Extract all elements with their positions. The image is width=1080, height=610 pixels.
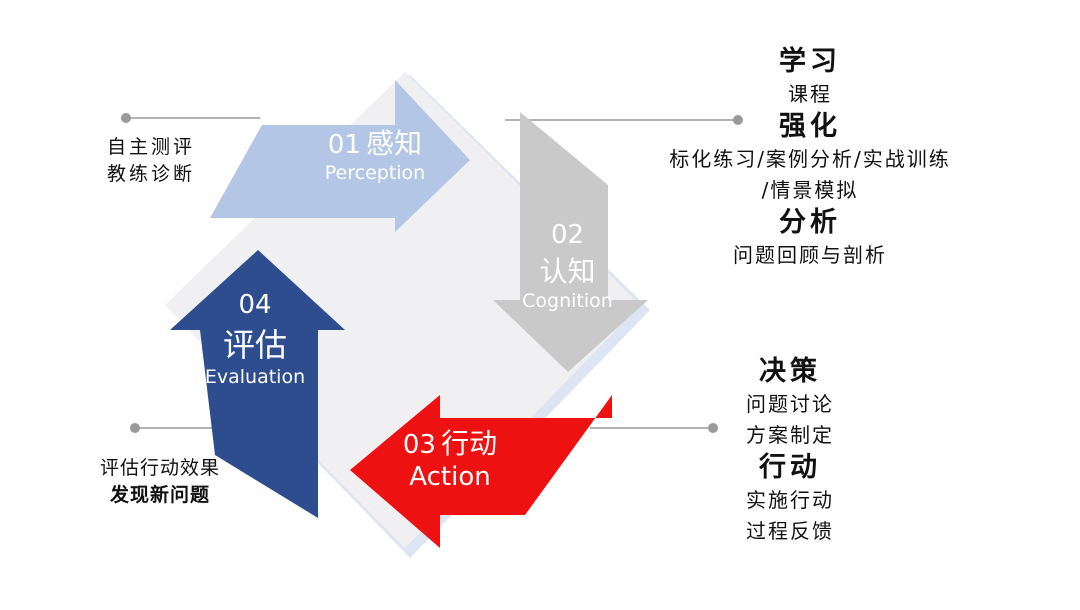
- right-bottom-sub-2a: 实施行动: [746, 488, 834, 512]
- connector-lines: [121, 113, 743, 433]
- right-top-heading-2: 强化: [779, 111, 841, 142]
- right-bottom-note: 决策 问题讨论 方案制定 行动 实施行动 过程反馈: [710, 355, 870, 547]
- step-4-label: 04 评估 Evaluation: [195, 290, 315, 388]
- step-2-english: Cognition: [522, 290, 613, 312]
- step-2-title: 认知: [539, 255, 596, 288]
- left-bottom-line-2: 发现新问题: [109, 484, 210, 506]
- right-top-heading-3: 分析: [779, 207, 841, 238]
- step-2-number: 02: [550, 220, 585, 250]
- left-bottom-note: 评估行动效果 发现新问题: [80, 455, 240, 509]
- step-4-title: 评估: [222, 326, 287, 364]
- connector-dot-left-bottom: [130, 423, 140, 433]
- arrow-evaluation: [170, 250, 345, 518]
- right-bottom-heading-1: 决策: [759, 356, 821, 387]
- right-top-sub-2b: /情景模拟: [761, 178, 859, 202]
- right-bottom-heading-2: 行动: [759, 452, 821, 483]
- left-top-line-2: 教练诊断: [106, 163, 195, 185]
- right-top-note: 学习 课程 强化 标化练习/案例分析/实战训练 /情景模拟 分析 问题回顾与剖析: [615, 45, 1005, 271]
- step-2-label: 02 认知 Cognition: [505, 220, 630, 312]
- step-4-number: 04: [238, 290, 272, 320]
- step-3-number: 03: [402, 430, 436, 460]
- step-3-label: 03 行动 Action: [380, 422, 520, 492]
- right-bottom-sub-2b: 过程反馈: [746, 519, 834, 543]
- right-top-sub-2a: 标化练习/案例分析/实战训练: [669, 147, 951, 171]
- right-top-sub-1: 课程: [788, 82, 832, 106]
- step-1-english: Perception: [324, 162, 426, 184]
- step-1-label: 01 感知 Perception: [300, 122, 450, 184]
- left-top-note: 自主测评 教练诊断: [86, 134, 216, 188]
- left-bottom-line-1: 评估行动效果: [99, 457, 220, 479]
- step-3-title: 行动: [441, 427, 498, 460]
- right-bottom-sub-1a: 问题讨论: [746, 392, 834, 416]
- right-top-heading-1: 学习: [779, 46, 841, 77]
- connector-dot-right-bottom: [708, 423, 718, 433]
- step-3-english: Action: [409, 462, 491, 492]
- arrow-perception: [210, 80, 470, 232]
- connector-dot-left-top: [121, 113, 131, 123]
- right-top-sub-3: 问题回顾与剖析: [733, 243, 887, 267]
- step-4-english: Evaluation: [204, 366, 306, 388]
- arrow-cognition: [493, 112, 648, 372]
- left-top-line-1: 自主测评: [106, 136, 195, 158]
- right-bottom-sub-1b: 方案制定: [746, 423, 834, 447]
- step-1-number: 01: [327, 130, 361, 160]
- step-1-title: 感知: [366, 127, 423, 160]
- arrow-action: [350, 395, 612, 548]
- connector-dot-right-top: [733, 115, 743, 125]
